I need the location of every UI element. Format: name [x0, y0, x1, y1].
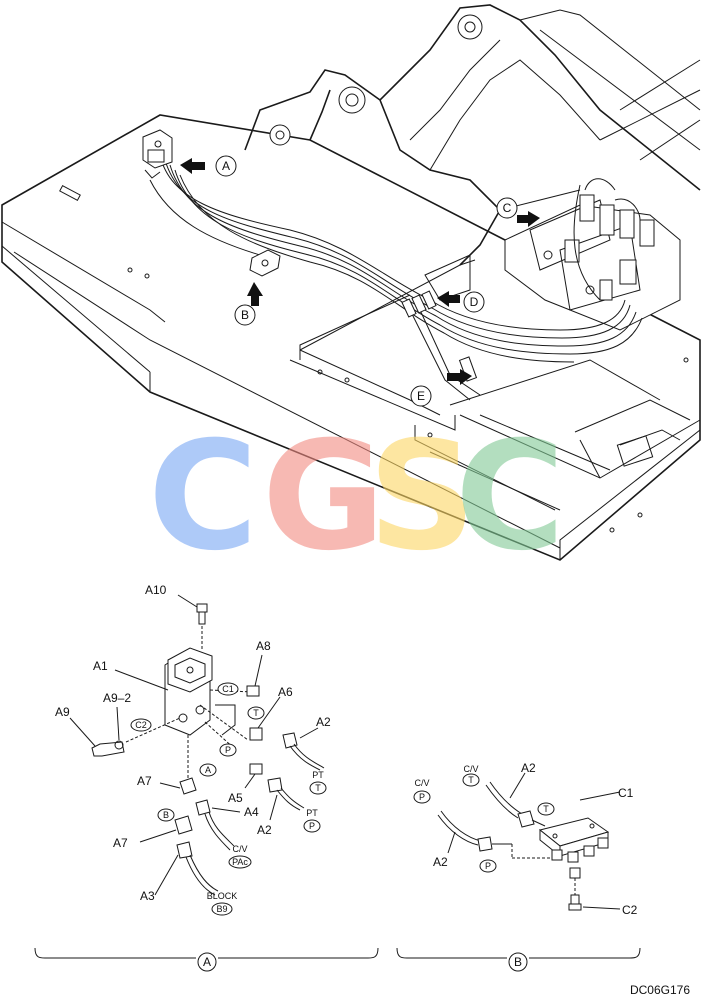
arrow-c: [517, 211, 540, 227]
svg-text:P: P: [419, 792, 425, 802]
svg-text:C2: C2: [135, 720, 147, 730]
hose-tag-block-b9: BLOCK B9: [207, 891, 238, 916]
watermark-letter-3: S: [368, 410, 476, 584]
label-a2-upper: A2: [316, 715, 331, 729]
arrow-a: [180, 158, 205, 174]
watermark-letter-4: C: [455, 410, 565, 584]
svg-text:PT: PT: [312, 770, 324, 780]
port-c2: C2: [130, 718, 152, 732]
callout-c-label: C: [503, 201, 512, 215]
svg-text:C1: C1: [222, 684, 234, 694]
arrow-e: [447, 369, 472, 385]
hose-tag-cv-p: C/V P: [413, 778, 431, 804]
port-b: B: [157, 808, 175, 822]
label-a7-lower: A7: [113, 836, 128, 850]
detail-b: C1 C2 A2 A2 C/V T C/V P T P B: [396, 761, 641, 972]
label-a6: A6: [278, 685, 293, 699]
callout-e-label: E: [417, 389, 425, 403]
hose-tag-cv-t: C/V T: [462, 764, 480, 787]
svg-text:T: T: [253, 708, 259, 718]
label-c1: C1: [618, 786, 634, 800]
label-a9-2: A9–2: [103, 691, 131, 705]
svg-text:T: T: [315, 783, 321, 793]
callout-d-label: D: [470, 295, 479, 309]
hose-tag-pt-p: PT P: [303, 808, 321, 833]
svg-text:T: T: [543, 804, 549, 814]
watermark-letter-2: G: [262, 410, 385, 584]
drawing-code: DC06G176: [630, 983, 690, 997]
pilot-hoses: [149, 154, 643, 401]
port-t: T: [247, 706, 265, 720]
section-label-b: B: [514, 955, 522, 969]
hose-tag-cv-pac: C/V PAc: [228, 844, 252, 869]
watermark: C G S C: [148, 410, 565, 584]
port-p-b: P: [479, 859, 497, 873]
hose-tag-pt-t: PT T: [309, 770, 327, 795]
control-valve: [504, 178, 681, 331]
svg-text:PT: PT: [306, 808, 318, 818]
svg-text:C/V: C/V: [463, 764, 478, 774]
shuttle-block: [249, 249, 281, 277]
section-label-a: A: [203, 955, 211, 969]
callout-e: E: [410, 385, 432, 407]
svg-text:T: T: [468, 775, 474, 785]
callout-d: D: [463, 291, 485, 313]
upper-frame-drawing: A B C D E: [1, 4, 701, 561]
svg-text:P: P: [309, 821, 315, 831]
remote-control-valve: [142, 129, 173, 179]
svg-text:BLOCK: BLOCK: [207, 891, 238, 901]
arrow-b: [247, 282, 263, 306]
label-a1: A1: [93, 659, 108, 673]
svg-text:PAc: PAc: [232, 857, 248, 867]
label-c2: C2: [622, 903, 638, 917]
svg-text:C/V: C/V: [414, 778, 429, 788]
label-a9: A9: [55, 705, 70, 719]
port-t-b: T: [537, 802, 555, 816]
label-a2-lower-b: A2: [433, 855, 448, 869]
svg-text:B9: B9: [216, 904, 227, 914]
port-a: A: [199, 763, 217, 777]
label-a3: A3: [140, 889, 155, 903]
label-a10: A10: [145, 583, 167, 597]
callout-b: B: [234, 304, 256, 326]
arrow-d: [437, 291, 460, 307]
callout-c: C: [496, 197, 518, 219]
svg-text:P: P: [485, 861, 491, 871]
svg-text:P: P: [225, 745, 231, 755]
port-p: P: [219, 743, 237, 757]
callout-a: A: [215, 155, 237, 177]
label-a2-upper-b: A2: [521, 761, 536, 775]
watermark-letter-1: C: [148, 410, 258, 584]
label-a7-upper: A7: [137, 774, 152, 788]
svg-text:B: B: [163, 810, 169, 820]
detail-a: A10 A1 A8 A9–2 A9 A6 A2 A7 A5 A4 A2 A7 A…: [34, 583, 379, 972]
callout-b-label: B: [241, 308, 249, 322]
port-c1: C1: [217, 682, 239, 696]
label-a4: A4: [244, 805, 259, 819]
svg-text:C/V: C/V: [232, 844, 247, 854]
svg-text:A: A: [205, 765, 211, 775]
label-a5: A5: [228, 791, 243, 805]
label-a2-lower: A2: [257, 823, 272, 837]
callout-a-label: A: [222, 159, 230, 173]
label-a8: A8: [256, 639, 271, 653]
